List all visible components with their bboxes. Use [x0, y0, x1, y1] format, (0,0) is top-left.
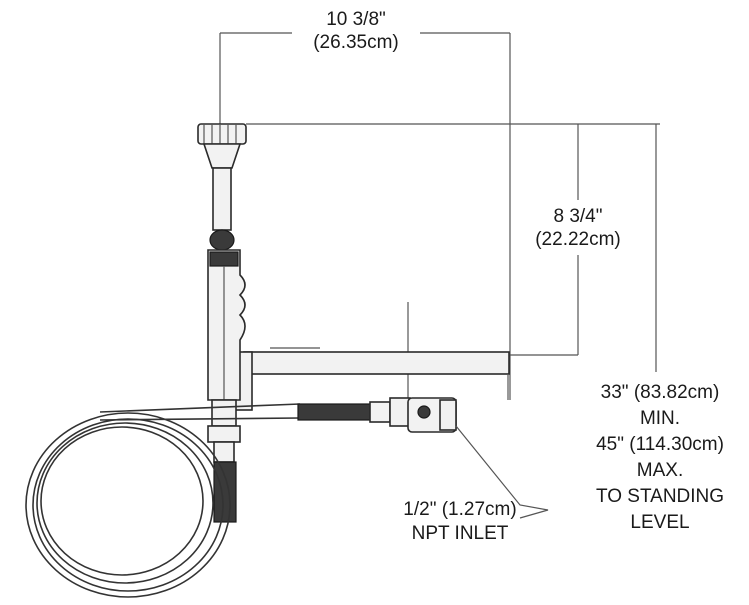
hose-handle — [207, 249, 246, 401]
mounting-line-3: 45" (114.30cm) — [596, 434, 724, 455]
mounting-line-1: 33" (83.82cm) — [600, 382, 720, 403]
supply-connector — [297, 397, 411, 427]
mounting-line-4: MAX. — [636, 460, 684, 481]
width-fraction: 10 3/8" — [326, 9, 386, 30]
mounting-height-label: 33" (83.82cm) MIN. 45" (114.30cm) MAX. T… — [575, 380, 745, 536]
coiled-hose — [25, 403, 301, 598]
mounting-line-6: LEVEL — [630, 512, 690, 533]
mounting-line-5: TO STANDING — [595, 486, 725, 507]
width-dimension-label: 10 3/8" (26.35cm) — [292, 8, 420, 54]
spray-head — [197, 123, 247, 251]
mounting-line-2: MIN. — [639, 408, 681, 429]
height-metric: (22.22cm) — [535, 229, 621, 250]
height-fraction: 8 3/4" — [553, 206, 603, 227]
inlet-line-1: 1/2" (1.27cm) — [403, 499, 517, 520]
height-dimension-label: 8 3/4" (22.22cm) — [518, 205, 638, 251]
inlet-label: 1/2" (1.27cm) NPT INLET — [385, 498, 535, 546]
mounting-bracket — [231, 347, 510, 411]
width-dimension-lines — [219, 32, 511, 400]
inlet-leader-line — [455, 425, 549, 519]
ball-valve — [407, 397, 457, 433]
width-metric: (26.35cm) — [313, 32, 399, 53]
height-dimension-lines — [246, 123, 660, 408]
inlet-line-2: NPT INLET — [411, 523, 509, 544]
